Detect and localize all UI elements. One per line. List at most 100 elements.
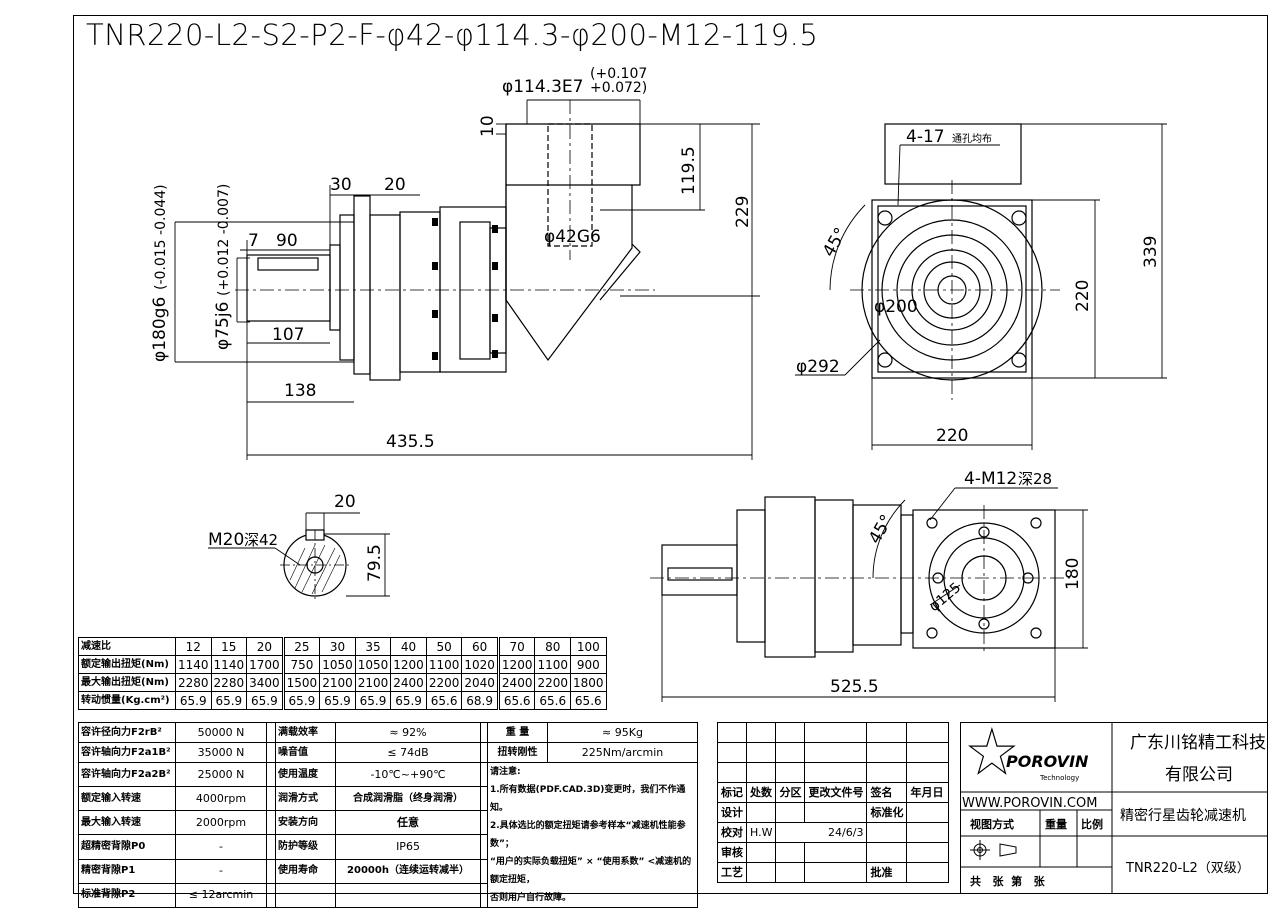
company-line-2: 有限公司: [1165, 765, 1233, 785]
ratio-cell: 1020: [461, 655, 499, 674]
spec-value: 50000 N: [175, 722, 267, 743]
spec-key: 标准背隙P2: [78, 882, 176, 908]
ratio-cell: 3400: [246, 673, 284, 692]
drawing-title: TNR220-L2-S2-P2-F-φ42-φ114.3-φ200-M12-11…: [86, 18, 819, 52]
logo-text: POROVIN: [1006, 752, 1089, 771]
output-flange: [353, 195, 371, 375]
ratio-cell: 2040: [461, 673, 499, 692]
spec-key: 防护等级: [275, 834, 336, 860]
note-3: “用户的实际负载扭矩” × “使用系数” <减速机的额定扭矩，: [490, 857, 692, 885]
dim-20a: 20: [384, 175, 406, 195]
title-block: POROVIN Technology WWW.POROVIN.COM 视图方式 …: [960, 722, 1268, 894]
rev-label: 分区: [775, 782, 806, 803]
review-label: 审核: [717, 842, 747, 863]
scale-label: 比例: [1081, 817, 1103, 831]
ratio-cell: 65.9: [354, 691, 392, 710]
dim-75j6: φ75j6: [213, 302, 233, 350]
dim-180g6: φ180g6: [150, 297, 170, 362]
dim-180-b: 180: [1063, 558, 1083, 590]
dim-flange-tol-bot: +0.072): [590, 80, 647, 96]
ratio-cell: 40: [390, 637, 427, 656]
dim-220-h: 220: [936, 426, 968, 446]
ratio-cell: 1200: [390, 655, 427, 674]
standard-label: 标准化: [866, 802, 908, 823]
ratio-cell: 35: [354, 637, 392, 656]
notes: 请注意: 1.所有数据(PDF.CAD.3D)变更时，我们不作通知。 2.具体选…: [487, 762, 698, 908]
check-label: 校对: [717, 822, 747, 843]
spec-key: 噪音值: [275, 742, 336, 763]
view-method-label: 视图方式: [970, 817, 1014, 831]
spec-value: 20000h（连续运转减半）: [335, 858, 481, 884]
shaft-section: [280, 529, 350, 600]
notes-title: 请注意:: [490, 767, 521, 777]
note-4: 否则用户自行故障。: [490, 893, 572, 903]
ratio-cell: 20: [246, 637, 284, 656]
spec-value: -: [175, 858, 267, 884]
dim-20b: 20: [334, 492, 356, 512]
ratio-cell: 1100: [534, 655, 572, 674]
spec-key: 润滑方式: [275, 786, 336, 812]
ratio-row-header: 额定输出扭矩(Nm): [78, 655, 176, 674]
company-line-1: 广东川铭精工科技: [1130, 733, 1266, 753]
ratio-cell: 65.9: [246, 691, 284, 710]
dim-m20: M20: [208, 530, 244, 550]
dim-m12-depth: 深28: [1018, 470, 1052, 488]
dim-200: φ200: [874, 297, 918, 317]
ratio-cell: 15: [210, 637, 248, 656]
spec-value: -10℃~+90℃: [335, 761, 481, 788]
spec-value: 25000 N: [175, 761, 267, 788]
ratio-cell: 1500: [281, 673, 321, 692]
spec-value: 合成润滑脂（终身润滑）: [335, 786, 481, 812]
dim-220-v: 220: [1073, 280, 1093, 312]
dim-10: 10: [478, 115, 498, 137]
spec-key: 超精密背隙P0: [78, 834, 176, 860]
spec-value: IP65: [335, 834, 481, 860]
ratio-cell: 68.9: [461, 691, 499, 710]
ratio-cell: 1800: [570, 673, 607, 692]
dim-339: 339: [1141, 236, 1161, 268]
dim-7: 7: [248, 231, 259, 251]
ratio-cell: 1700: [246, 655, 284, 674]
ratio-cell: 65.6: [534, 691, 572, 710]
ratio-cell: 25: [281, 637, 321, 656]
ratio-cell: 1050: [354, 655, 392, 674]
dim-138: 138: [284, 381, 316, 401]
rev-label: 更改文件号: [804, 782, 868, 803]
website: WWW.POROVIN.COM: [962, 796, 1097, 811]
rev-label: 标记: [717, 782, 747, 803]
process-label: 工艺: [717, 862, 747, 883]
ratio-cell: 2200: [534, 673, 572, 692]
ratio-cell: 65.9: [319, 691, 356, 710]
top-view: [650, 496, 1070, 658]
spec-value: ≤ 74dB: [335, 742, 481, 763]
note-2: 2.具体选比的额定扭矩请参考样本“减速机性能参数”；: [490, 821, 686, 849]
spec-value: 35000 N: [175, 742, 267, 763]
dim-holes-note: 通孔均布: [952, 133, 992, 145]
spec-key: 使用寿命: [275, 858, 336, 884]
ratio-cell: 65.9: [281, 691, 321, 710]
spec-value: 2000rpm: [175, 810, 267, 836]
spec-key: 容许轴向力F2a2B²: [78, 761, 176, 788]
spec-key: 容许径向力F2rB²: [78, 722, 176, 743]
ratio-cell: 2280: [210, 673, 248, 692]
ratio-cell: 100: [570, 637, 607, 656]
ratio-cell: 65.9: [210, 691, 248, 710]
spec-key: 最大输入转速: [78, 810, 176, 836]
rev-label: 签名: [866, 782, 908, 803]
check-date: 24/6/3: [775, 822, 868, 843]
spec-key: 额定输入转速: [78, 786, 176, 812]
sheet-count: 共 张 第 张: [970, 874, 1046, 888]
ratio-row-header: 转动惯量(Kg.cm²): [78, 691, 176, 710]
dim-107: 107: [272, 325, 304, 345]
rev-label: 处数: [745, 782, 777, 803]
ratio-row-header: 减速比: [78, 637, 176, 656]
ratio-cell: 1140: [175, 655, 212, 674]
spec-value: ≈ 92%: [335, 722, 481, 743]
ratio-cell: 1140: [210, 655, 248, 674]
weight-value: ≈ 95Kg: [547, 722, 698, 743]
approve-label: 批准: [866, 862, 908, 883]
